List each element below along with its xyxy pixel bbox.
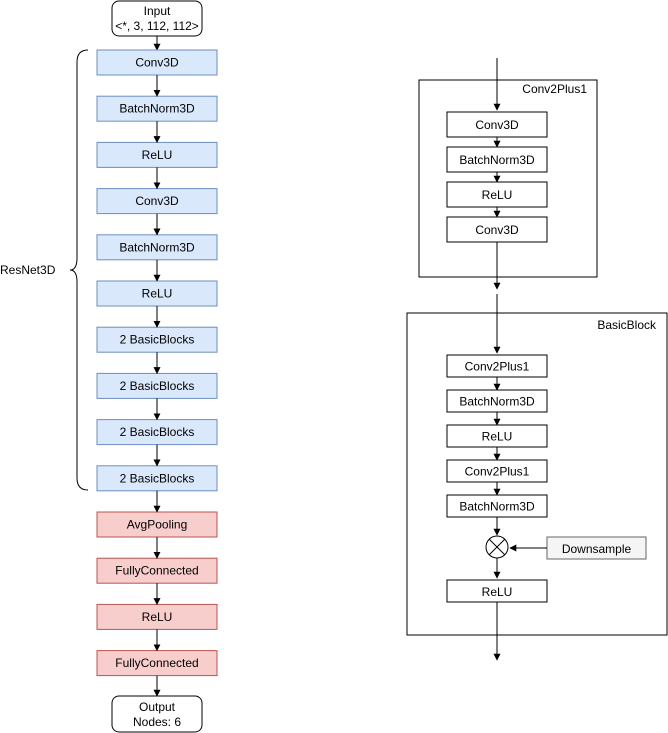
svg-text:BatchNorm3D: BatchNorm3D [119,102,195,116]
conv2plus1-layer-conv3d: Conv3D [446,216,548,243]
conv2plus1-title: Conv2Plus1 [522,82,587,96]
basicblock-layer-conv2plus1: Conv2Plus1 [446,459,548,483]
head-layer-relu: ReLU [96,603,218,630]
resnet-layer-batchnorm3d: BatchNorm3D [96,95,218,122]
resnet-layer-2-basicblocks: 2 BasicBlocks [96,326,218,353]
basicblock-layer-conv2plus1: Conv2Plus1 [446,354,548,378]
basicblock-layer-batchnorm3d: BatchNorm3D [446,494,548,518]
svg-text:Output: Output [139,700,176,714]
basicblock-layers: Conv2Plus1BatchNorm3DReLUConv2Plus1Batch… [446,354,548,518]
svg-text:Nodes: 6: Nodes: 6 [133,715,181,729]
svg-text:ReLU: ReLU [482,188,513,202]
svg-text:ReLU: ReLU [482,430,513,444]
resnet-layer-relu: ReLU [96,280,218,307]
svg-text:2 BasicBlocks: 2 BasicBlocks [120,425,195,439]
svg-text:FullyConnected: FullyConnected [115,656,198,670]
head-layer-avgpooling: AvgPooling [96,511,218,538]
resnet-layer-2-basicblocks: 2 BasicBlocks [96,465,218,492]
svg-text:2 BasicBlocks: 2 BasicBlocks [120,379,195,393]
svg-text:Conv2Plus1: Conv2Plus1 [465,360,530,374]
resnet-layer-2-basicblocks: 2 BasicBlocks [96,372,218,399]
resnet-layer-2-basicblocks: 2 BasicBlocks [96,419,218,446]
output-node: Output Nodes: 6 [111,695,203,733]
svg-text:Conv3D: Conv3D [135,194,179,208]
svg-text:BatchNorm3D: BatchNorm3D [459,395,535,409]
svg-text:ReLU: ReLU [142,148,173,162]
svg-text:ReLU: ReLU [142,610,173,624]
resnet3d-label: ResNet3D [0,263,56,277]
conv2plus1-layer-relu: ReLU [446,181,548,208]
svg-text:BatchNorm3D: BatchNorm3D [459,153,535,167]
svg-text:2 BasicBlocks: 2 BasicBlocks [120,471,195,485]
resnet-layer-conv3d: Conv3D [96,188,218,215]
elementwise-sum-node [485,535,509,559]
svg-text:Input: Input [144,4,171,18]
basicblock-layer-relu: ReLU [446,424,548,448]
svg-text:Conv3D: Conv3D [475,223,519,237]
conv2plus1-panel: Conv2Plus1 [418,79,598,278]
svg-text:Conv3D: Conv3D [475,118,519,132]
basicblock-title: BasicBlock [597,318,657,332]
conv2plus1-layer-conv3d: Conv3D [446,111,548,138]
svg-text:2 BasicBlocks: 2 BasicBlocks [120,333,195,347]
svg-text:<*, 3, 112, 112>: <*, 3, 112, 112> [115,19,199,33]
resnet3d-brace [69,49,89,491]
classifier-head-layers: AvgPoolingFullyConnectedReLUFullyConnect… [96,511,218,677]
svg-text:BatchNorm3D: BatchNorm3D [459,500,535,514]
conv2plus1-layer-batchnorm3d: BatchNorm3D [446,146,548,173]
resnet-layer-batchnorm3d: BatchNorm3D [96,234,218,261]
svg-text:BatchNorm3D: BatchNorm3D [119,240,195,254]
resnet-layer-relu: ReLU [96,141,218,168]
head-layer-fullyconnected: FullyConnected [96,557,218,584]
basicblock-layer-batchnorm3d: BatchNorm3D [446,389,548,413]
svg-text:AvgPooling: AvgPooling [127,518,188,532]
svg-text:Downsample: Downsample [562,542,632,556]
resnet-layer-conv3d: Conv3D [96,49,218,76]
basicblock-layer-relu-final: ReLU [446,579,548,603]
svg-text:Conv3D: Conv3D [135,56,179,70]
conv2plus1-layers: Conv3D BatchNorm3D ReLU Conv3D [446,111,548,243]
downsample-box: Downsample [546,536,647,560]
svg-text:ReLU: ReLU [482,585,513,599]
head-layer-fullyconnected: FullyConnected [96,650,218,677]
svg-text:ReLU: ReLU [142,287,173,301]
svg-text:FullyConnected: FullyConnected [115,564,198,578]
svg-text:Conv2Plus1: Conv2Plus1 [465,465,530,479]
resnet3d-layers: Conv3D BatchNorm3D ReLU Conv3D BatchNorm3D Re… [96,49,218,492]
input-node: Input <*, 3, 112, 112> [111,0,203,37]
